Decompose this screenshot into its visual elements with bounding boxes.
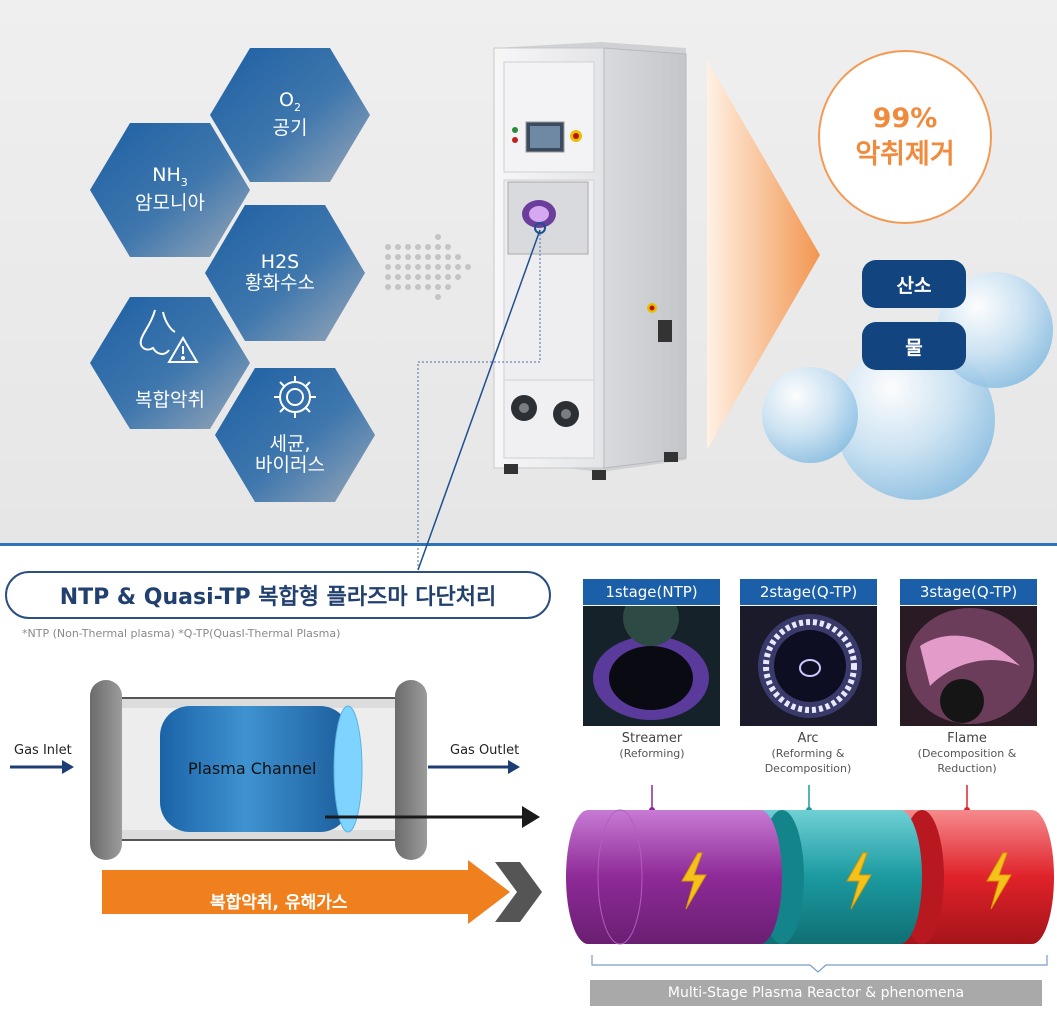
virus-icon <box>274 376 316 418</box>
removal-rate-circle: 99% 악취제거 <box>818 50 992 224</box>
hexagon-h2s <box>205 205 365 341</box>
input-gas-label: 복합악취, 유해가스 <box>210 893 348 913</box>
hex-virus-line2: 바이러스 <box>255 454 325 476</box>
multi-stage-label-bar: Multi-Stage Plasma Reactor & phenomena <box>590 980 1042 1006</box>
section-divider <box>0 543 1057 546</box>
gas-outlet-label: Gas Outlet <box>450 743 520 758</box>
hex-ammonia-sub: 3 <box>180 175 188 189</box>
stage-1-tab: 1stage(NTP) <box>583 579 720 605</box>
hex-h2s-formula: H2S <box>260 251 300 273</box>
hex-label-air: O2 공기 <box>215 90 365 139</box>
multi-stage-reactor <box>566 785 1054 973</box>
plasma-reactor-diagram <box>10 680 542 924</box>
hex-ammonia-name: 암모니아 <box>135 191 205 214</box>
product-water-pill: 물 <box>862 322 966 370</box>
product-oxygen-pill: 산소 <box>862 260 966 308</box>
stage-1-caption: Streamer (Reforming) <box>572 731 732 761</box>
stage-3-name: Flame <box>947 731 987 746</box>
hex-ammonia-formula: NH <box>152 164 181 186</box>
stage-2-tab: 2stage(Q-TP) <box>740 579 877 605</box>
removal-label: 악취제거 <box>855 139 955 170</box>
stage-1-name: Streamer <box>621 731 683 746</box>
hex-odor-name: 복합악취 <box>135 389 205 411</box>
hex-label-virus: 세균, 바이러스 <box>215 434 365 476</box>
stage-2-arc-photo <box>740 606 877 726</box>
hex-label-h2s: H2S 황화수소 <box>205 252 355 294</box>
hexagon-air <box>210 48 370 182</box>
removal-percent: 99% <box>872 103 938 134</box>
hexagon-ammonia <box>90 123 250 257</box>
stage-3-flame-photo <box>900 606 1037 726</box>
hex-air-name: 공기 <box>272 116 308 139</box>
gas-inlet-label: Gas Inlet <box>14 743 72 758</box>
water-molecule-image <box>762 272 1053 500</box>
section-title-box: NTP & Quasi-TP 복합형 플라즈마 다단처리 <box>5 571 551 619</box>
stage-3-tab: 3stage(Q-TP) <box>900 579 1037 605</box>
stage-2-name: Arc <box>797 731 819 746</box>
hex-h2s-name: 황화수소 <box>245 272 315 294</box>
lightning-icon <box>681 852 1012 910</box>
orange-process-arrow <box>707 60 820 450</box>
footnote: *NTP (Non-Thermal plasma) *Q-TP(QuasI-Th… <box>22 627 341 640</box>
hex-label-ammonia: NH3 암모니아 <box>95 165 245 214</box>
hex-label-odor: 복합악취 <box>95 390 245 411</box>
connector-line <box>417 222 546 571</box>
stage-1-detail: (Reforming) <box>619 747 685 760</box>
hex-air-sub: 2 <box>293 100 301 114</box>
multi-stage-label: Multi-Stage Plasma Reactor & phenomena <box>667 985 965 1001</box>
dot-arrow-icon <box>385 234 471 300</box>
stage-2-caption: Arc (Reforming & Decomposition) <box>728 731 888 776</box>
hex-virus-line1: 세균, <box>269 433 311 455</box>
plasma-channel-label: Plasma Channel <box>188 759 317 778</box>
hex-air-formula: O <box>279 89 294 111</box>
nose-warning-icon <box>139 309 199 363</box>
hexagon-virus <box>215 368 375 502</box>
stage-3-caption: Flame (Decomposition & Reduction) <box>887 731 1047 776</box>
stage-1-streamer-photo <box>583 606 720 726</box>
plasma-machine-image <box>493 42 687 480</box>
stage-3-detail: (Decomposition & Reduction) <box>917 747 1017 775</box>
stage-2-detail: (Reforming & Decomposition) <box>764 747 852 775</box>
hexagon-group <box>90 48 375 502</box>
section-title: NTP & Quasi-TP 복합형 플라즈마 다단처리 <box>59 585 497 610</box>
